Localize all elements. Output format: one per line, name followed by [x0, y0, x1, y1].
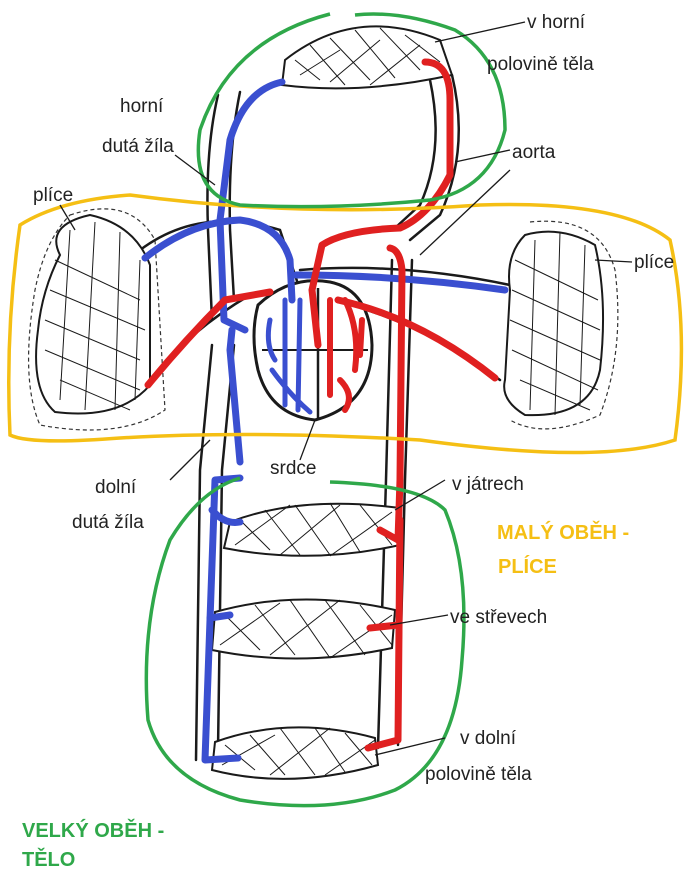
leader-heart	[300, 420, 315, 460]
label-lower-body-2: polovině těla	[425, 764, 532, 785]
ivc-upper-blood	[230, 330, 240, 462]
label-systemic-circuit-2: TĚLO	[22, 847, 75, 871]
upper-body-capillaries	[282, 26, 452, 88]
intestine-vein-blood	[210, 615, 230, 618]
label-ivc-2: dutá žíla	[72, 512, 144, 533]
lower-body-capillaries	[212, 727, 378, 778]
label-aorta: aorta	[512, 142, 556, 163]
lung-left-shape	[36, 215, 150, 413]
label-svc-2: dutá žíla	[102, 136, 174, 157]
label-svc-1: horní	[120, 96, 164, 117]
label-upper-body-1: v horní	[527, 12, 586, 33]
leader-ivc	[170, 440, 210, 480]
label-lung-left: plíce	[33, 185, 73, 206]
label-pulmonary-circuit-1: MALÝ OBĚH -	[497, 520, 629, 544]
label-intestines: ve střevech	[450, 607, 547, 628]
label-lung-right: plíce	[634, 252, 674, 273]
lung-right-shape	[504, 232, 603, 416]
label-liver: v játrech	[452, 474, 524, 495]
label-pulmonary-circuit-2: PLÍCE	[498, 555, 557, 578]
leader-aorta-2	[420, 170, 510, 255]
leader-upper-body	[435, 22, 525, 42]
aorta-desc-outline-inner	[378, 260, 392, 748]
label-heart: srdce	[270, 458, 316, 479]
intestine-artery-blood	[370, 625, 398, 628]
svc-outline-outer	[207, 95, 218, 320]
label-lower-body-1: v dolní	[460, 728, 517, 749]
label-ivc-1: dolní	[95, 477, 137, 498]
label-upper-body-2: polovině těla	[487, 54, 594, 75]
label-systemic-circuit-1: VELKÝ OBĚH -	[22, 818, 164, 842]
leader-aorta	[455, 150, 510, 162]
leader-lung-right	[595, 260, 632, 262]
